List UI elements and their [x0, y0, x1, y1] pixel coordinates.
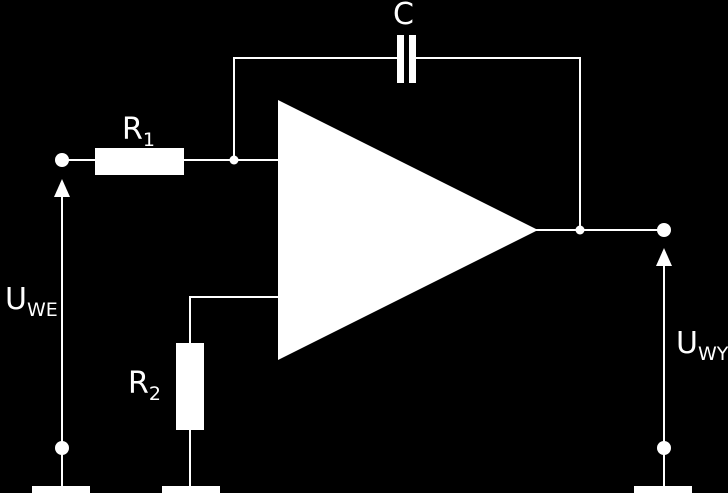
input-voltage-arrowhead [54, 179, 70, 197]
capacitor-plate-left [397, 35, 404, 83]
input-voltage-label: UWE [5, 282, 58, 321]
resistor-r2-label-sub: 2 [149, 383, 161, 405]
wire-feedback-right [414, 57, 581, 230]
ground-bar-r2 [162, 486, 220, 493]
output-ground-terminal [657, 441, 671, 455]
output-voltage-arrowhead [656, 248, 672, 266]
input-terminal [55, 153, 69, 167]
output-voltage-label: UWY [676, 326, 728, 365]
output-voltage-label-sub: WY [698, 343, 728, 365]
capacitor-label: C [393, 0, 414, 32]
input-ground-terminal [55, 441, 69, 455]
ground-bar-input [32, 486, 90, 493]
capacitor-plate-right [409, 35, 416, 83]
wires [61, 57, 665, 488]
resistor-r1-label: R1 [122, 112, 155, 151]
input-voltage-label-main: U [5, 282, 27, 317]
junction-dot-output [575, 225, 585, 235]
output-voltage-arrow [656, 248, 672, 442]
ground-bar-output [634, 486, 692, 493]
capacitor-c [397, 35, 416, 83]
junction-dot-inverting [229, 155, 239, 165]
output-voltage-label-main: U [676, 326, 698, 361]
wire-noninverting-to-r2 [189, 296, 278, 343]
wire-feedback-left [233, 57, 398, 160]
resistor-r1-label-main: R [122, 112, 143, 147]
resistor-r1-label-sub: 1 [143, 129, 155, 151]
resistor-r2-label-main: R [128, 366, 149, 401]
op-amp-triangle [278, 100, 538, 360]
input-voltage-arrow [54, 179, 70, 442]
output-terminal [657, 223, 671, 237]
resistor-r1 [95, 148, 184, 175]
resistor-r2 [176, 343, 204, 430]
resistor-r2-label: R2 [128, 366, 161, 405]
input-voltage-label-sub: WE [27, 299, 58, 321]
